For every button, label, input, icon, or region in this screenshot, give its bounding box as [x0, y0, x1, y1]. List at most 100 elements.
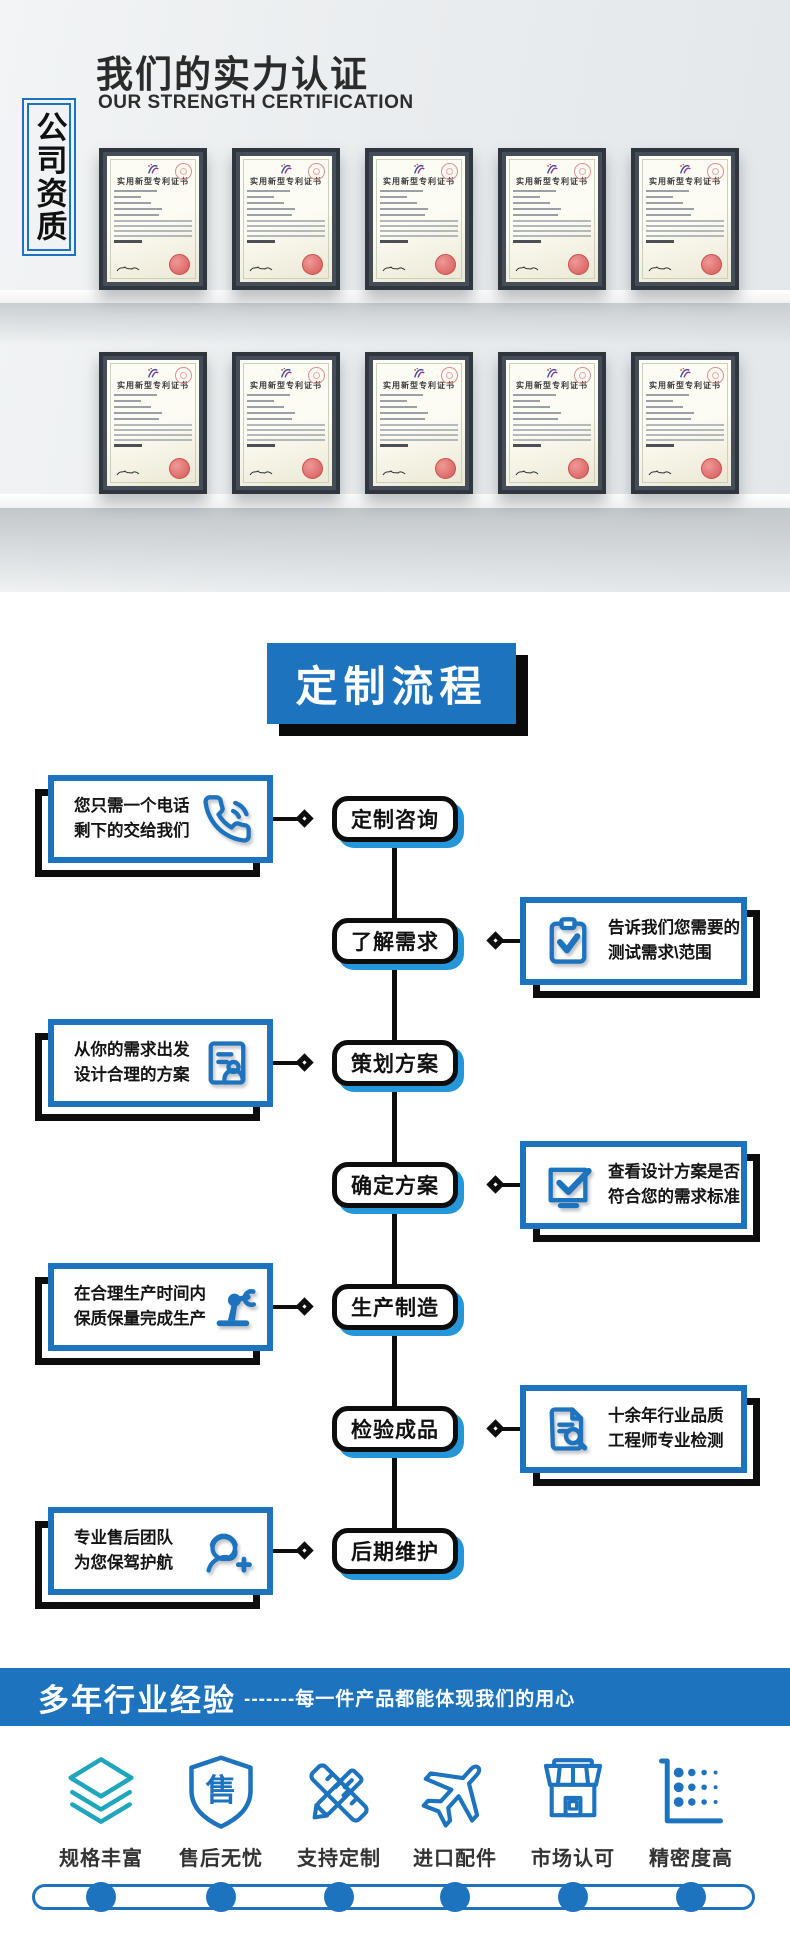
certificate-title: 实用新型专利证书 [649, 381, 721, 390]
timeline-dot [558, 1882, 588, 1912]
shelf-shadow [0, 303, 790, 345]
note-box: 专业售后团队 为您保驾护航 [48, 1507, 273, 1595]
red-stamp-icon [435, 254, 456, 275]
feature-imported: 进口配件 [395, 1752, 515, 1871]
connector-line [502, 1183, 520, 1187]
red-seal-icon [574, 163, 591, 180]
flow-header: 定制流程 [267, 643, 516, 724]
certificate-title: 实用新型专利证书 [383, 177, 455, 186]
red-stamp-icon [701, 254, 722, 275]
section-title: 我们的实力认证 [96, 54, 369, 95]
connector-diamond-icon [486, 1175, 505, 1194]
vertical-label: 公司资质 [27, 103, 71, 251]
feature-label: 售后无忧 [179, 1848, 263, 1870]
connector-diamond-icon [295, 1053, 314, 1072]
red-seal-icon [574, 367, 591, 384]
feature-label: 规格丰富 [59, 1848, 143, 1870]
svg-text:售: 售 [205, 1773, 236, 1808]
feature-specs: 规格丰富 [41, 1752, 161, 1871]
timeline-dot [676, 1882, 706, 1912]
certificate: 实用新型专利证书 [232, 148, 340, 290]
phone-icon [199, 791, 255, 847]
connector-diamond-icon [295, 1541, 314, 1560]
note-box: 从你的需求出发 设计合理的方案 [48, 1019, 273, 1107]
timeline-dot [324, 1882, 354, 1912]
note-box: 查看设计方案是否 符合您的需求标准 [520, 1141, 747, 1229]
airplane-icon [421, 1764, 482, 1828]
connector-line [273, 817, 300, 821]
feature-label: 支持定制 [297, 1848, 381, 1870]
connector-line [273, 1061, 300, 1065]
shelf-board [0, 494, 790, 508]
check-square-icon [540, 1157, 596, 1213]
timeline-dot [440, 1882, 470, 1912]
certificate-title: 实用新型专利证书 [383, 381, 455, 390]
red-stamp-icon [169, 254, 190, 275]
note-box: 告诉我们您需要的 测试需求\范围 [520, 897, 747, 985]
feature-label: 进口配件 [413, 1848, 497, 1870]
red-seal-icon [707, 367, 724, 384]
shelf-board [0, 290, 790, 303]
customer-service-icon [199, 1523, 255, 1579]
red-seal-icon [441, 163, 458, 180]
note-text: 专业售后团队 为您保驾护航 [74, 1529, 173, 1572]
flow-node: 策划方案 [332, 1040, 458, 1086]
red-stamp-icon [435, 458, 456, 479]
banner-subtitle: -------每一件产品都能体现我们的用心 [244, 1688, 576, 1710]
red-stamp-icon [169, 458, 190, 479]
shelf-shadow [0, 508, 790, 592]
flow-node: 生产制造 [332, 1284, 458, 1330]
certificate: 实用新型专利证书 [232, 352, 340, 494]
note-box: 您只需一个电话 剩下的交给我们 [48, 775, 273, 863]
certificate: 实用新型专利证书 [365, 352, 473, 494]
certificate: 实用新型专利证书 [631, 148, 739, 290]
red-stamp-icon [568, 458, 589, 479]
flow-node: 后期维护 [332, 1528, 458, 1574]
red-seal-icon [441, 367, 458, 384]
connector-diamond-icon [486, 931, 505, 950]
certificate: 实用新型专利证书 [498, 352, 606, 494]
red-seal-icon [308, 367, 325, 384]
note-text: 十余年行业品质 工程师专业检测 [608, 1407, 724, 1450]
certificate-title: 实用新型专利证书 [250, 177, 322, 186]
feature-custom: 支持定制 [279, 1752, 399, 1871]
feature-aftersales: 售 售后无忧 [161, 1752, 281, 1871]
note-text: 您只需一个电话 剩下的交给我们 [74, 797, 190, 840]
red-stamp-icon [701, 458, 722, 479]
banner-title: 多年行业经验 [38, 1682, 236, 1718]
certificate: 实用新型专利证书 [631, 352, 739, 494]
certificate-title: 实用新型专利证书 [250, 381, 322, 390]
certificate-title: 实用新型专利证书 [117, 177, 189, 186]
certificate-title: 实用新型专利证书 [516, 177, 588, 186]
certificate: 实用新型专利证书 [99, 148, 207, 290]
red-stamp-icon [302, 458, 323, 479]
note-text: 在合理生产时间内 保质保量完成生产 [74, 1285, 206, 1328]
red-stamp-icon [568, 254, 589, 275]
clipboard-check-icon [540, 913, 596, 969]
timeline-dot [86, 1882, 116, 1912]
shield-icon: 售 [189, 1755, 253, 1829]
note-text: 查看设计方案是否 符合您的需求标准 [608, 1163, 740, 1206]
red-seal-icon [308, 163, 325, 180]
feature-label: 精密度高 [649, 1848, 733, 1870]
note-box: 在合理生产时间内 保质保量完成生产 [48, 1263, 273, 1351]
certificate: 实用新型专利证书 [99, 352, 207, 494]
pencil-ruler-icon [309, 1763, 369, 1823]
feature-precision: 精密度高 [631, 1752, 751, 1871]
document-person-icon [199, 1035, 255, 1091]
certificate-title: 实用新型专利证书 [649, 177, 721, 186]
dot-chart-icon [659, 1758, 723, 1824]
timeline-dot [206, 1882, 236, 1912]
red-seal-icon [175, 367, 192, 384]
flow-node: 了解需求 [332, 918, 458, 964]
connector-line [273, 1549, 300, 1553]
feature-market: 市场认可 [513, 1752, 633, 1871]
red-seal-icon [175, 163, 192, 180]
flow-node: 检验成品 [332, 1406, 458, 1452]
flow-node: 定制咨询 [332, 796, 458, 842]
note-text: 告诉我们您需要的 测试需求\范围 [608, 919, 740, 962]
note-box: 十余年行业品质 工程师专业检测 [520, 1385, 747, 1473]
timeline-track [32, 1884, 755, 1910]
certificate-title: 实用新型专利证书 [117, 381, 189, 390]
